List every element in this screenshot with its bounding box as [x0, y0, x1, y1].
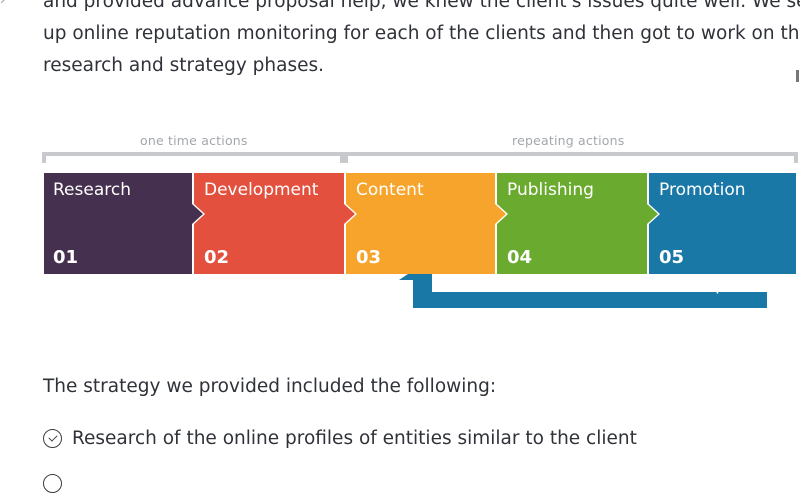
stage-title-promotion: Promotion: [659, 180, 746, 200]
intro-line: research and strategy phases.: [43, 55, 324, 76]
intro-line: up online reputation monitoring for each…: [43, 23, 800, 44]
one-time-actions-label: one time actions: [140, 133, 248, 148]
check-circle-icon: [43, 429, 62, 448]
stage-title-publishing: Publishing: [507, 180, 594, 200]
stage-block-research: [44, 173, 203, 274]
stage-block-publishing: [497, 173, 658, 274]
stage-number-development: 02: [204, 247, 230, 268]
stage-title-content: Content: [356, 180, 424, 200]
stage-block-promotion: [649, 173, 796, 274]
stage-number-research: 01: [53, 247, 79, 268]
stage-block-content: [346, 173, 506, 274]
circle-icon: [43, 474, 62, 493]
strategy-lead-text: The strategy we provided included the fo…: [43, 376, 497, 397]
repeating-bracket: [344, 152, 798, 163]
stage-number-content: 03: [356, 247, 382, 268]
stage-block-development: [194, 173, 355, 274]
one-time-bracket: [42, 152, 344, 163]
stage-number-publishing: 04: [507, 247, 533, 268]
repeating-actions-label: repeating actions: [512, 133, 625, 148]
strategy-bullet-text: Research of the online profiles of entit…: [72, 428, 637, 449]
strategy-bullet-item: Research of the online profiles of entit…: [43, 428, 637, 449]
stage-number-promotion: 05: [659, 247, 685, 268]
stage-title-development: Development: [204, 180, 319, 200]
stage-title-research: Research: [53, 180, 131, 200]
intro-line: and provided advance proposal help, we k…: [43, 0, 800, 12]
repeat-label: repeat: [698, 275, 754, 295]
intro-paragraph: and provided advance proposal help, we k…: [43, 0, 800, 82]
process-diagram: [42, 152, 798, 308]
scrollbar-thumb[interactable]: [796, 70, 799, 82]
repeat-arrow: [399, 264, 767, 308]
